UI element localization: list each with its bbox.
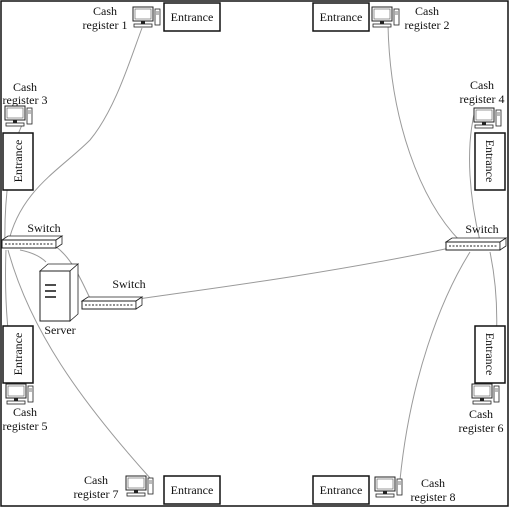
cash-label: Cash [469, 407, 493, 421]
register-label: register 1 [83, 18, 128, 32]
register-label: register 2 [405, 18, 450, 32]
cable-register-7 [7, 249, 151, 479]
entrance-top-left: Entrance [163, 2, 221, 32]
computer-icon [5, 383, 34, 405]
entrance-left-lower: Entrance [2, 325, 34, 384]
cash-label: Cash [13, 405, 37, 419]
cable-register-1 [7, 27, 143, 245]
entrance-label: Entrance [171, 483, 214, 497]
entrance-label: Entrance [171, 10, 214, 24]
switch-label: Switch [27, 221, 60, 235]
cash-register-1: Cash register 1 [83, 4, 161, 32]
cash-register-6: Cash register 6 [459, 383, 504, 435]
register-label: register 3 [3, 93, 48, 107]
register-label: register 7 [74, 487, 119, 501]
network-switch-icon [445, 237, 507, 251]
entrance-right-lower: Entrance [474, 325, 506, 384]
entrance-label: Entrance [483, 140, 497, 183]
switch-middle: Switch [81, 277, 146, 310]
computer-icon [125, 475, 154, 497]
cash-label: Cash [470, 78, 494, 92]
entrance-bottom-right: Entrance [312, 475, 370, 505]
server-label: Server [44, 323, 75, 337]
entrance-top-right: Entrance [312, 2, 370, 32]
server-tower-icon [38, 263, 80, 322]
cable-register-8 [399, 251, 471, 481]
switch-label: Switch [465, 222, 498, 236]
server: Server [38, 263, 80, 337]
computer-icon [132, 6, 161, 28]
register-label: register 6 [459, 421, 504, 435]
network-switch-icon [1, 235, 63, 249]
entrance-label: Entrance [483, 333, 497, 376]
cable-register-4 [469, 109, 481, 242]
register-label: register 8 [411, 490, 456, 504]
entrance-right-upper: Entrance [474, 132, 506, 191]
entrance-label: Entrance [11, 140, 25, 183]
entrance-left-upper: Entrance [2, 132, 34, 191]
cash-register-8: Cash register 8 [374, 476, 456, 504]
cash-register-4: Cash register 4 [460, 78, 505, 129]
cash-register-2: Cash register 2 [371, 4, 450, 32]
computer-icon [473, 107, 502, 129]
switch-left: Switch [1, 221, 63, 249]
cable-server [19, 249, 47, 263]
cash-label: Cash [93, 4, 117, 18]
cash-label: Cash [421, 476, 445, 490]
cash-register-3: Cash register 3 [3, 80, 48, 127]
cash-label: Cash [415, 4, 439, 18]
computer-icon [374, 476, 403, 498]
cable-register-2 [387, 24, 461, 242]
computer-icon [4, 105, 33, 127]
entrance-label: Entrance [11, 333, 25, 376]
cable-middle-to-right-switch [137, 247, 451, 300]
entrance-label: Entrance [320, 483, 363, 497]
cash-label: Cash [84, 473, 108, 487]
cash-label: Cash [13, 80, 37, 94]
cash-register-7: Cash register 7 [74, 473, 154, 501]
entrance-bottom-left: Entrance [163, 475, 221, 505]
entrance-label: Entrance [320, 10, 363, 24]
cash-register-5: Cash register 5 [3, 383, 48, 433]
computer-icon [471, 383, 500, 405]
network-switch-icon [81, 296, 143, 310]
switch-label: Switch [112, 277, 145, 291]
switch-right: Switch [445, 222, 507, 251]
register-label: register 5 [3, 419, 48, 433]
computer-icon [371, 6, 400, 28]
register-label: register 4 [460, 92, 505, 106]
cables [4, 24, 498, 481]
